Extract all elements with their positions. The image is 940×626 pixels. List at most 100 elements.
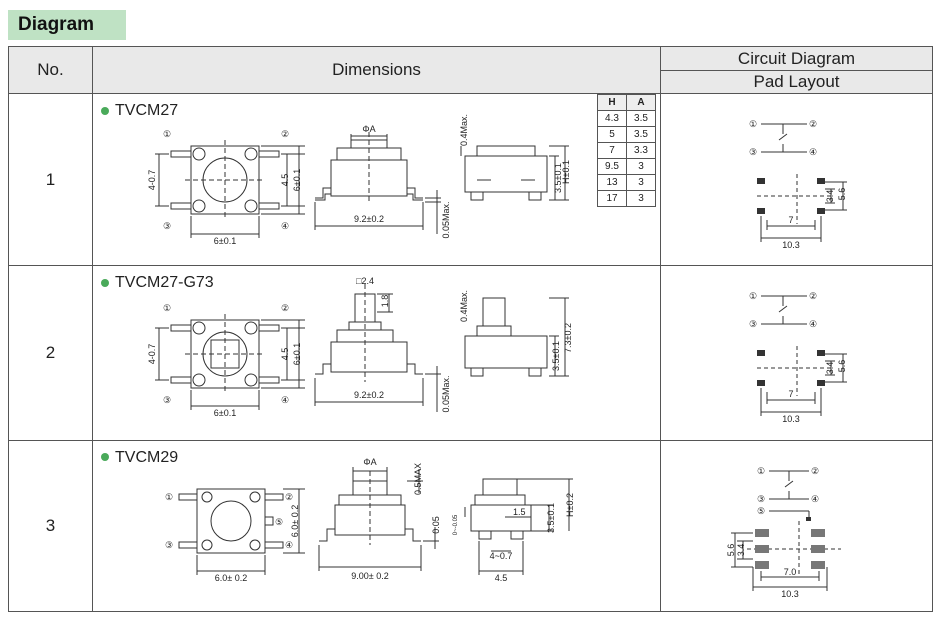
row-number: 1	[8, 93, 93, 267]
circuit-pad-drawing: ① ② ③ ④ 7 10.3 3.4 5.6	[749, 291, 847, 424]
dim-cap: ΦA	[363, 457, 376, 467]
header-dimensions: Dimensions	[92, 45, 661, 95]
pin-3-icon: ③	[163, 395, 171, 405]
pin-5-icon: ⑤	[275, 517, 283, 527]
ha-cell: 17	[597, 190, 627, 208]
circuit-pin-1-icon: ①	[749, 291, 757, 301]
ha-cell: 3.3	[626, 142, 656, 160]
pin-2-icon: ②	[285, 492, 293, 502]
ha-cell: 3.5	[626, 110, 656, 128]
pin-1-icon: ①	[165, 492, 173, 502]
pin-1-icon: ①	[163, 129, 171, 139]
dimension-cell: TVCM27	[92, 93, 661, 267]
pin-4-icon: ④	[281, 395, 289, 405]
dim-side-top: 0.4Max.	[459, 114, 469, 146]
header-no: No.	[8, 45, 93, 95]
circuit-pin-4-icon: ④	[809, 319, 817, 329]
dim-side-top: 0.4Max.	[459, 290, 469, 322]
dim-h2: 6±0.1	[292, 343, 302, 365]
dim-front-width: 9.00± 0.2	[351, 571, 388, 581]
dimension-cell: TVCM29	[92, 439, 661, 613]
pad-w1: 7	[788, 215, 793, 225]
dim-front-width: 9.2±0.2	[354, 390, 384, 400]
ha-cell: 4.3	[597, 110, 627, 128]
row-number: 2	[8, 265, 93, 441]
pad-h2: 5.6	[837, 188, 847, 201]
section-badge: Diagram	[8, 10, 126, 40]
dim-top-width: 6±0.1	[214, 408, 236, 418]
dim-left: 4-0.7	[147, 344, 157, 365]
pad-h2: 5.6	[837, 360, 847, 373]
pin-4-icon: ④	[281, 221, 289, 231]
circuit-pin-4-icon: ④	[811, 494, 819, 504]
dim-top-width: 6.0± 0.2	[215, 573, 247, 583]
pin-2-icon: ②	[281, 129, 289, 139]
circuit-cell: ① ② ③ ④ ⑤ 7.0 10.3 3.4 5.6	[660, 439, 933, 613]
diagram-table: No. Dimensions Circuit Diagram Pad Layou…	[8, 45, 933, 613]
dimension-cell: TVCM27-G73	[92, 265, 661, 441]
circuit-pin-2-icon: ②	[811, 466, 819, 476]
circuit-cell: ① ② ③ ④ 7 10.3 3.4 5.6	[660, 265, 933, 441]
pin-2-icon: ②	[281, 303, 289, 313]
dim-front-vert: 0.05Max.	[441, 202, 451, 239]
circuit-pin-1-icon: ①	[749, 119, 757, 129]
pin-3-icon: ③	[163, 221, 171, 231]
model-name: TVCM27-G73	[101, 274, 214, 292]
dim-front-vert: 0.05	[431, 516, 441, 534]
circuit-pin-3-icon: ③	[757, 494, 765, 504]
pad-h1: 3.4	[825, 362, 835, 375]
dim-front-vert: 0.05Max.	[441, 376, 451, 413]
pad-w2: 10.3	[781, 589, 799, 599]
ha-cell: 3	[626, 158, 656, 176]
dim-h1: 4.5	[280, 174, 290, 187]
dim-h1: 6.0± 0.2	[290, 504, 300, 536]
bullet-dot-icon	[101, 279, 109, 288]
ha-cell: 3	[626, 174, 656, 192]
model-name: TVCM27	[101, 102, 178, 120]
dim-side-bot1: 4~0.7	[490, 551, 513, 561]
ha-cell: 5	[597, 126, 627, 144]
circuit-pin-1-icon: ①	[757, 466, 765, 476]
dim-side-1: 3.5±0.1	[551, 341, 561, 371]
dim-side-bot2: 4.5	[495, 573, 508, 583]
dim-side-1: 3.5±0.1	[546, 503, 556, 533]
circuit-pin-2-icon: ②	[809, 291, 817, 301]
dim-top-width: 6±0.1	[214, 236, 236, 246]
dim-h1: 4.5	[280, 348, 290, 361]
circuit-cell: ① ② ③ ④ 7 10.3 3.4 5.6	[660, 93, 933, 267]
pad-h1: 3.4	[825, 190, 835, 203]
ha-cell: 13	[597, 174, 627, 192]
ha-cell: 3	[626, 190, 656, 208]
bullet-dot-icon	[101, 106, 109, 115]
row-number: 3	[8, 439, 93, 613]
header-circuit: Circuit Diagram	[660, 45, 933, 72]
dim-front-vert-sub: 0~-0.05	[453, 514, 459, 535]
dim-front-width: 9.2±0.2	[354, 214, 384, 224]
dim-cap: ΦA	[362, 124, 375, 134]
dimension-drawing: 6±0.1 4.5 6±0.1 4-0.7 □2.4 1.8 9.2±0.2 0…	[147, 276, 573, 418]
pin-3-icon: ③	[165, 540, 173, 550]
dim-side-0: 1.5	[513, 507, 526, 517]
dim-cap-h: 1.8	[380, 295, 390, 308]
dim-side-2: H±0.2	[565, 493, 575, 517]
dim-left: 4-0.7	[147, 170, 157, 191]
pad-h1: 3.4	[736, 543, 746, 556]
ha-cell: 9.5	[597, 158, 627, 176]
ha-header-a: A	[626, 94, 656, 112]
dimension-drawing: 6.0± 0.2 6.0± 0.2 ΦA 0.5MAX 9.00± 0.2 0.…	[165, 457, 575, 583]
ha-cell: 3.5	[626, 126, 656, 144]
pad-w1: 7	[788, 389, 793, 399]
pad-h2: 5.6	[726, 543, 736, 556]
pad-w1: 7.0	[784, 567, 797, 577]
dim-side-2: H±0.1	[561, 160, 571, 184]
circuit-pad-drawing: ① ② ③ ④ ⑤ 7.0 10.3 3.4 5.6	[726, 466, 841, 599]
circuit-pin-3-icon: ③	[749, 147, 757, 157]
pad-w2: 10.3	[782, 414, 800, 424]
circuit-pad-drawing: ① ② ③ ④ 7 10.3 3.4 5.6	[749, 119, 847, 250]
pin-4-icon: ④	[285, 540, 293, 550]
pad-w2: 10.3	[782, 240, 800, 250]
bullet-dot-icon	[101, 453, 109, 462]
dim-h2: 6±0.1	[292, 169, 302, 191]
pin-1-icon: ①	[163, 303, 171, 313]
